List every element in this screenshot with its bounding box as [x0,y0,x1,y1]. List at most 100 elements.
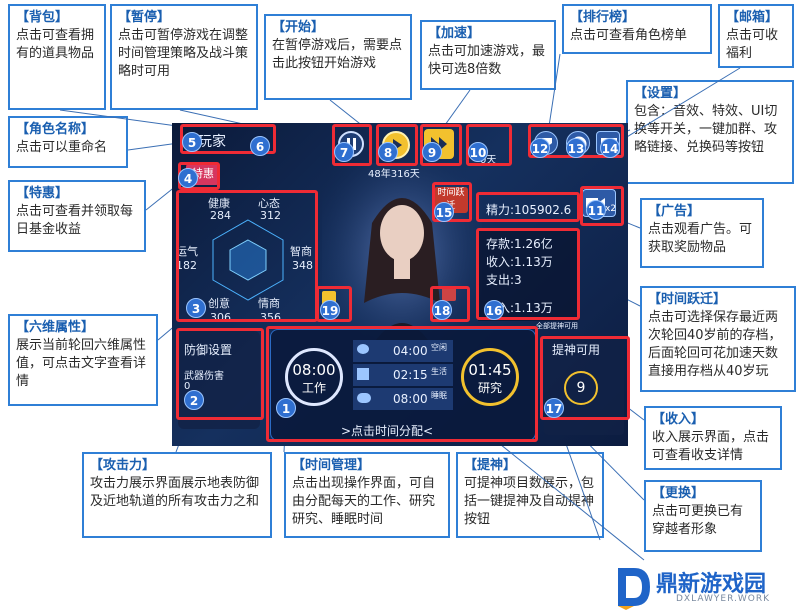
callout-speed: 加速 点击可加速游戏，最快可选8倍数 [420,20,556,90]
schedule-time: 04:00 [393,344,428,358]
stat-iq-value: 348 [292,259,313,272]
callout-income: 收入 收入展示界面，点击可查看收支详情 [644,406,782,470]
highlight-six-attr [176,190,318,322]
marker-1: 1 [276,398,296,418]
callout-title: 攻击力 [90,458,155,473]
highlight-replace [316,286,352,322]
callout-body: 点击可更换已有穿越者形象 [652,504,744,537]
callout-title: 邮箱 [726,10,778,25]
time-allot-link[interactable]: >点击时间分配< [341,424,434,438]
highlight-attack [176,328,264,420]
watermark: 鼎新游戏园 DXLAWYER.WORK [612,562,796,612]
time-management-panel[interactable]: 08:00 工作 01:45 研究 04:00 空闲 02:15 生活 08:0… [270,329,536,441]
schedule-tag: 生活 [431,367,447,376]
highlight-role-name [180,124,276,154]
callout-body: 展示当前轮回六维属性值，可点击文字查看详情 [16,338,147,389]
speed-day-label: 0天 [480,155,497,166]
highlight-day [466,124,512,166]
marker-5: 5 [182,132,202,152]
marker-9: 9 [422,142,442,162]
callout-body: 攻击力展示界面展示地表防御及近地轨道的所有攻击力之和 [90,476,260,509]
eye-icon [357,344,369,354]
callout-body: 点击可查看角色榜单 [570,28,688,43]
callout-ad: 广告 点击观看广告。可获取奖励物品 [640,198,764,268]
marker-7: 7 [334,142,354,162]
six-attribute-hexagon[interactable] [208,215,288,305]
game-screen: 号玩家 48年316天 0天 特惠 健康 284 心态 312 智商 348 情… [172,123,628,446]
stat-eq-name[interactable]: 情商 [258,297,280,310]
callout-title: 排行榜 [570,10,635,25]
callout-attack: 攻击力 攻击力展示界面展示地表防御及近地轨道的所有攻击力之和 [82,452,272,538]
callout-title: 更换 [652,486,704,501]
defense-title: 防御设置 [184,343,233,357]
callout-settings: 设置 包含：音效、特效、UI切换等开关，一键加群、攻略链接、兑换码等按钮 [626,80,794,184]
callout-title: 开始 [272,20,324,35]
weapon-damage-value: 0 [184,381,191,392]
auto-uplift-toggle[interactable]: 全部提神可用 [536,322,578,330]
callout-special: 特惠 点击可查看并领取每日基金收益 [8,180,146,252]
callout-title: 广告 [648,204,700,219]
highlight-time-jump [432,182,472,222]
marker-10: 10 [468,142,488,162]
stat-creative-name[interactable]: 创意 [208,297,230,310]
stat-mindset-value: 312 [260,209,281,222]
highlight-start [376,124,418,166]
highlight-finance [476,228,580,320]
uplift-count[interactable]: 9 [564,371,598,405]
callout-role-name: 角色名称 点击可以重命名 [8,116,128,168]
stat-health-value: 284 [210,209,231,222]
highlight-energy [476,192,580,222]
callout-body: 包含：音效、特效、UI切换等开关，一键加群、攻略链接、兑换码等按钮 [634,104,778,155]
callout-title: 特惠 [16,186,68,201]
marker-16: 16 [484,300,504,320]
callout-pause: 暂停 点击可暂停游戏在调整时间管理策略及战斗策略时可用 [110,4,258,110]
energy-display: 精力:105902.6 [486,203,572,217]
stat-health-name[interactable]: 健康 [208,197,230,210]
marker-4: 4 [178,168,198,188]
schedule-row-sleep: 08:00 睡眠 [353,388,453,410]
callout-six-attr: 六维属性 展示当前轮回六维属性值，可点击文字查看详情 [8,314,158,406]
schedule-list: 04:00 空闲 02:15 生活 08:00 睡眠 [353,340,453,412]
income-text: 收入:1.13万 [486,255,553,269]
callout-body: 收入展示界面，点击可查看收支详情 [652,430,770,463]
stat-luck-name[interactable]: 运气 [176,245,198,258]
expense-text: 支出:3 [486,273,522,287]
work-dial[interactable]: 08:00 工作 [285,348,343,406]
callout-body: 点击可查看拥有的道具物品 [16,28,95,61]
research-dial[interactable]: 01:45 研究 [461,348,519,406]
bag-icon[interactable] [442,287,456,301]
watermark-brand: 鼎新游戏园 [656,572,767,597]
attack-panel[interactable]: 防御设置 武器伤害 0 [178,331,260,429]
weapon-damage-label: 武器伤害 [184,371,224,382]
work-time: 08:00 [292,361,336,379]
schedule-row-free: 04:00 空闲 [353,340,453,362]
schedule-tag: 空闲 [431,343,447,352]
deposit-text: 存款:1.26亿 [486,237,553,251]
callout-title: 暂停 [118,10,170,25]
callout-body: 点击可加速游戏，最快可选8倍数 [428,44,546,77]
callout-body: 在暂停游戏后，需要点击此按钮开始游戏 [272,38,403,71]
callout-replace: 更换 点击可更换已有穿越者形象 [644,480,762,552]
marker-17: 17 [544,398,564,418]
marker-3: 3 [186,298,206,318]
callout-time-jump: 时间跃迁 点击可选择保存最近两次轮回40岁前的存档，后面轮回可花加速天数直接用存… [640,286,796,392]
stat-iq-name[interactable]: 智商 [290,245,312,258]
stat-mindset-name[interactable]: 心态 [258,197,280,210]
callout-body: 点击可查看并领取每日基金收益 [16,204,134,237]
marker-8: 8 [378,142,398,162]
callout-title: 角色名称 [16,122,94,137]
marker-13: 13 [566,138,586,158]
callout-title: 时间管理 [292,458,370,473]
cloud-icon [357,393,371,403]
highlight-ad [580,186,624,226]
callout-title: 时间跃迁 [648,292,726,307]
callout-title: 提神 [464,458,516,473]
highlight-uplift [540,336,630,420]
callout-title: 背包 [16,10,68,25]
callout-body: 点击可以重命名 [16,140,108,155]
marker-2: 2 [184,390,204,410]
marker-18: 18 [432,300,452,320]
highlight-time-mgmt [266,326,538,442]
schedule-time: 08:00 [393,392,428,406]
schedule-time: 02:15 [393,368,428,382]
